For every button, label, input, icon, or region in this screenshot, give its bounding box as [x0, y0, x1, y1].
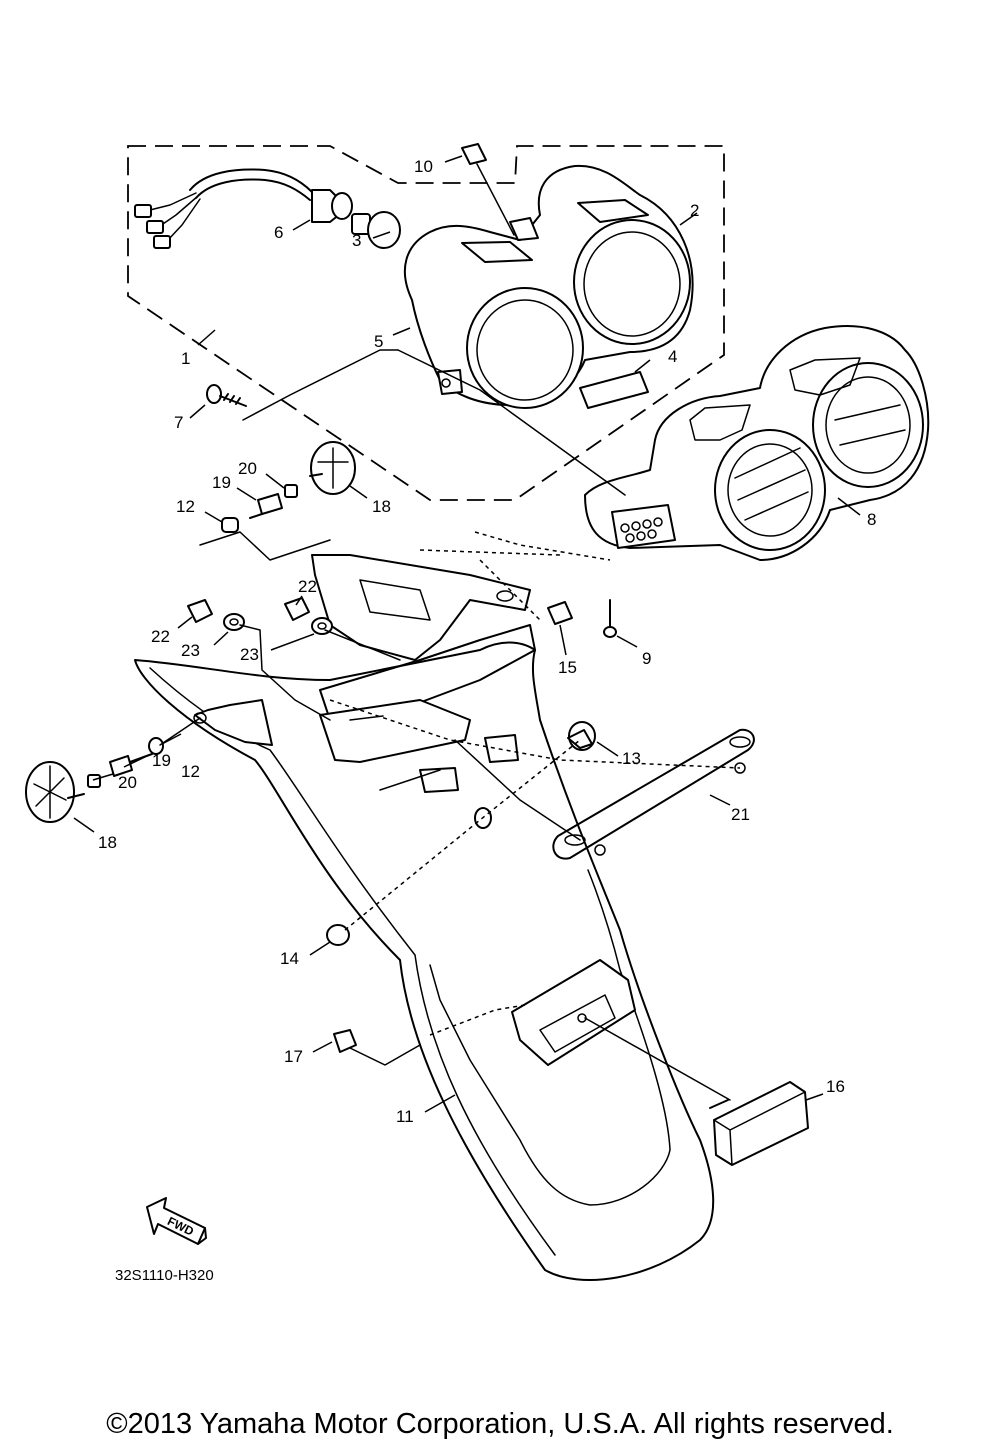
meter-cover — [584, 325, 930, 561]
bulb-socket-harness — [134, 168, 353, 249]
callout-12-lower: 12 — [181, 762, 200, 781]
nut-12-upper — [221, 517, 239, 533]
callout-15: 15 — [558, 658, 577, 677]
clip-10 — [461, 143, 487, 165]
reflector-16 — [709, 1081, 809, 1166]
copyright-notice: ©2013 Yamaha Motor Corporation, U.S.A. A… — [106, 1408, 894, 1440]
nut-17 — [333, 1029, 357, 1053]
callout-20-upper: 20 — [238, 459, 257, 478]
screw-7 — [206, 384, 247, 407]
bolt-19-upper — [249, 493, 283, 519]
collar-20-upper — [284, 484, 298, 498]
diagram-code: 32S1110-H320 — [115, 1267, 214, 1284]
callout-20-lower: 20 — [118, 773, 137, 792]
callout-19-lower: 19 — [152, 751, 171, 770]
callout-6: 6 — [274, 223, 283, 242]
reflector-holder — [511, 959, 636, 1066]
washer-12-lower — [148, 737, 164, 755]
meter-assembly — [403, 164, 694, 409]
assembly-boundary — [127, 145, 725, 501]
callout-19-upper: 19 — [212, 473, 231, 492]
callout-22-right: 22 — [298, 577, 317, 596]
parts-diagram: 1 2 3 4 5 6 7 8 9 10 11 12 12 13 14 15 1… — [25, 143, 930, 1284]
callout-17: 17 — [284, 1047, 303, 1066]
callout-16: 16 — [826, 1077, 845, 1096]
callout-4: 4 — [668, 347, 677, 366]
callout-23-left: 23 — [181, 641, 200, 660]
callout-9: 9 — [642, 649, 651, 668]
nut-22-left — [187, 599, 213, 623]
grommet-14 — [326, 924, 350, 946]
screw-9 — [603, 599, 617, 638]
callout-1: 1 — [181, 349, 190, 368]
callout-11: 11 — [396, 1107, 414, 1126]
callout-14: 14 — [280, 949, 299, 968]
callout-18-upper: 18 — [372, 497, 391, 516]
forward-arrow-icon: FWD — [146, 1197, 207, 1245]
bolt-19-lower — [109, 753, 153, 777]
callout-10: 10 — [414, 157, 433, 176]
grommet-18-lower — [25, 761, 85, 823]
callout-2: 2 — [690, 201, 699, 220]
grommet-18-upper — [309, 441, 356, 495]
cap-nut-13 — [567, 721, 596, 751]
callout-7: 7 — [174, 413, 183, 432]
callout-23-right: 23 — [240, 645, 259, 664]
callout-12-upper: 12 — [176, 497, 195, 516]
collar-20-lower — [87, 774, 101, 788]
decal — [579, 371, 649, 409]
rear-fender — [134, 641, 715, 1281]
plate-bracket-21 — [552, 728, 755, 860]
callout-5: 5 — [374, 332, 383, 351]
bracket — [311, 554, 573, 721]
callout-22-left: 22 — [151, 627, 170, 646]
washer-23-left — [223, 613, 245, 631]
callout-13: 13 — [622, 749, 641, 768]
callout-8: 8 — [867, 510, 876, 529]
indicator-cluster — [611, 504, 676, 549]
nut-22-right — [284, 597, 310, 621]
callout-3: 3 — [352, 231, 361, 250]
bulb — [351, 211, 401, 249]
callout-21: 21 — [731, 805, 750, 824]
callout-18-lower: 18 — [98, 833, 117, 852]
